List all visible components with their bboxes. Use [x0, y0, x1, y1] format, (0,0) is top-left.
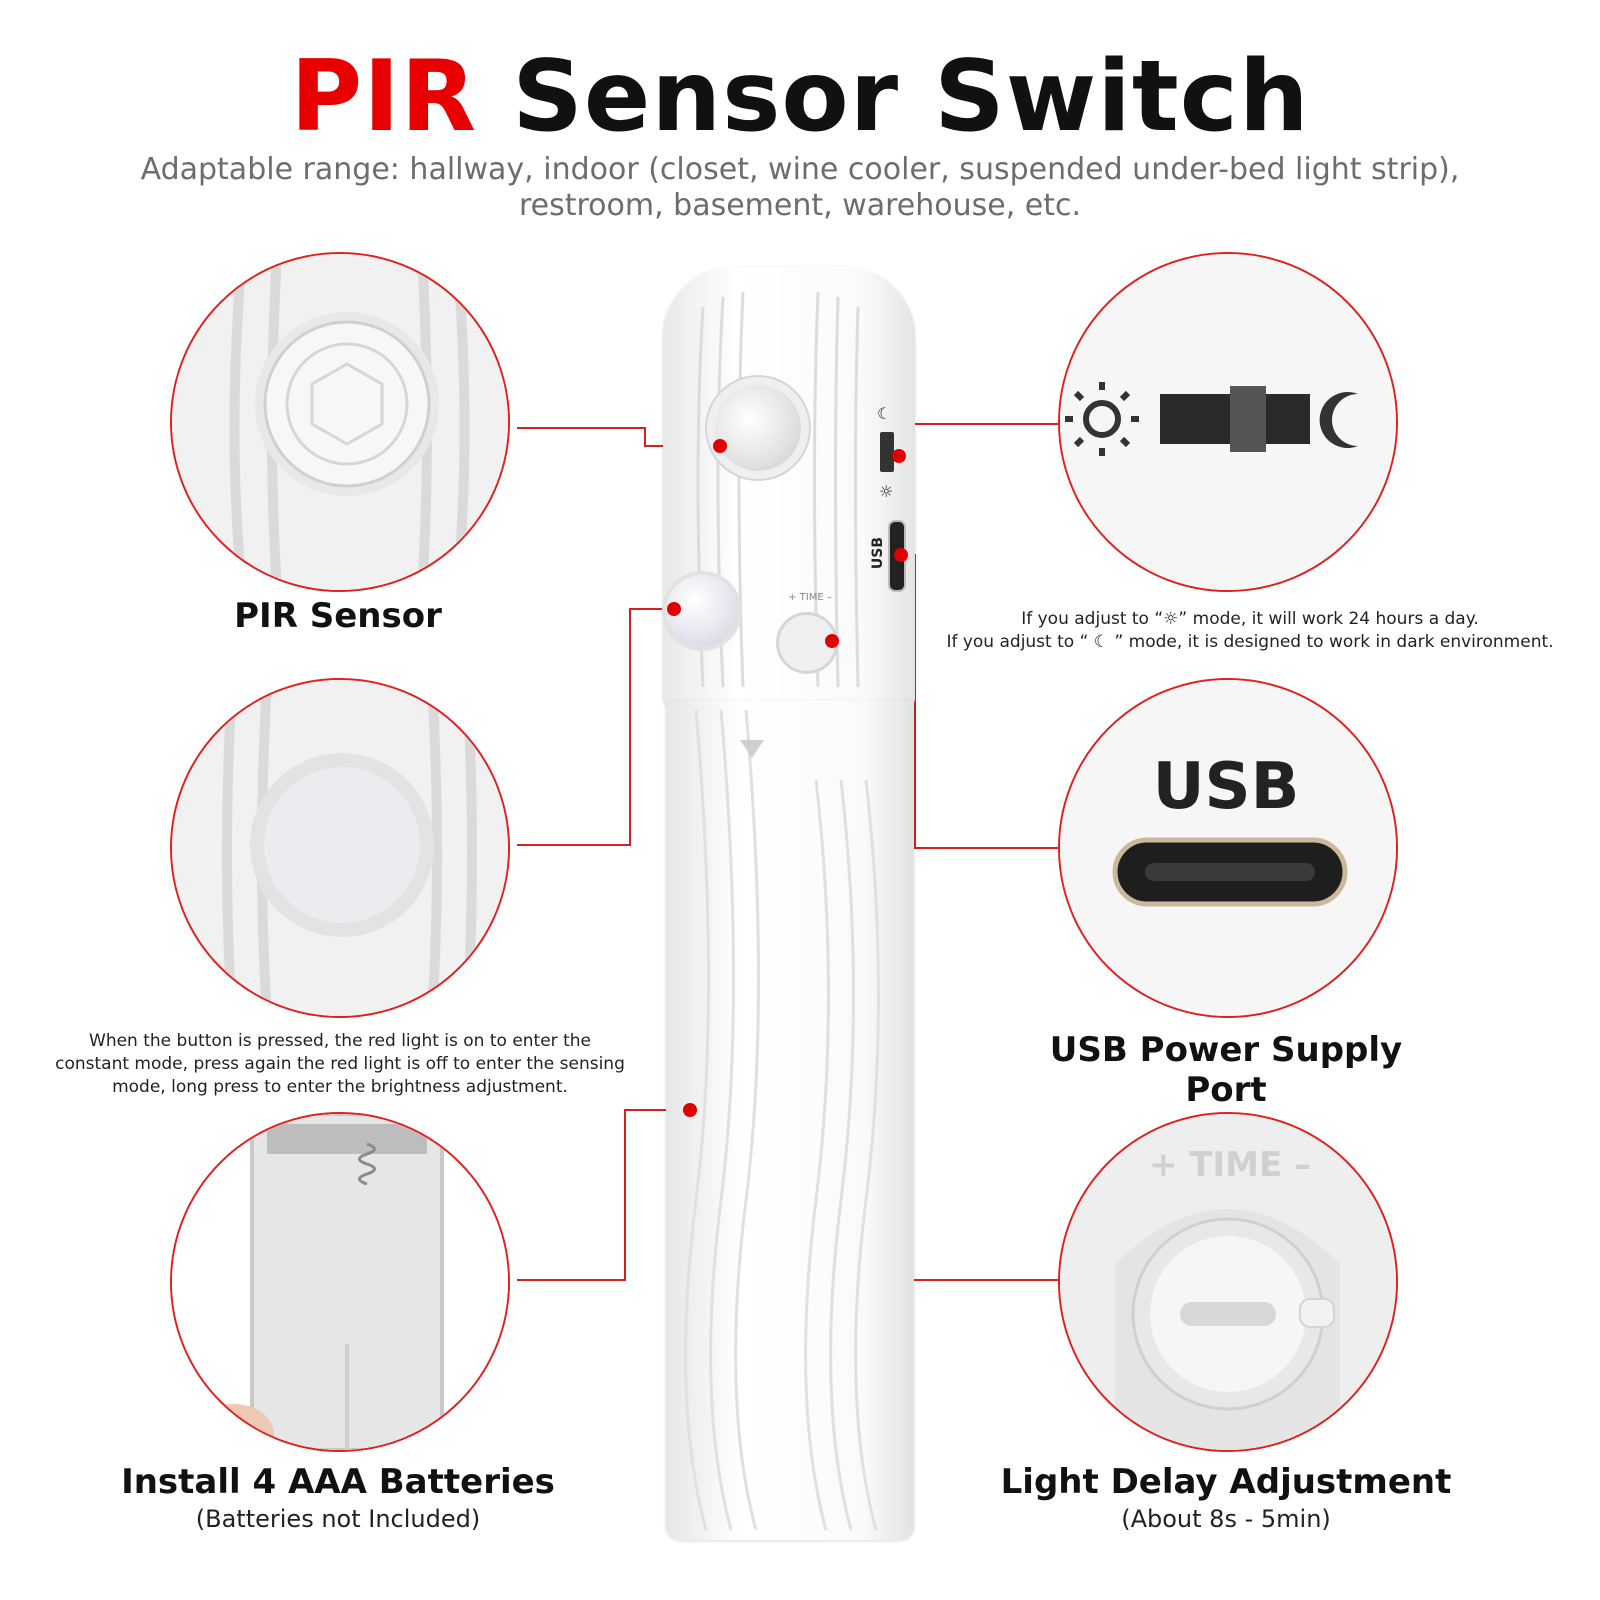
pir-sensor-closeup — [172, 254, 508, 590]
subtitle: Adaptable range: hallway, indoor (closet… — [100, 152, 1500, 224]
leader-switch — [899, 423, 1058, 457]
mode-button-closeup — [172, 680, 508, 1016]
body-ridges — [684, 709, 880, 1531]
page-title: PIR Sensor Switch — [0, 43, 1600, 152]
subtitle-line: restroom, basement, warehouse, etc. — [518, 188, 1082, 223]
usb-closeup-text: USB — [1152, 750, 1300, 824]
delay-label: Light Delay Adjustment — [1000, 1462, 1452, 1502]
note-text: ” mode, it will work 24 hours a day. — [1178, 609, 1479, 629]
mode-button-detail-circle — [170, 678, 510, 1018]
pir-sensor-detail-circle — [170, 252, 510, 592]
button-note-line: constant mode, press again the red light… — [55, 1054, 625, 1074]
button-note-line: When the button is pressed, the red ligh… — [89, 1031, 591, 1051]
marker-dot — [683, 1103, 697, 1117]
batteries-label: Install 4 AAA Batteries — [121, 1462, 555, 1502]
usb-closeup — [1060, 680, 1396, 1016]
title-accent: PIR — [290, 40, 478, 154]
leader-button — [517, 608, 674, 846]
batteries-sublabel: (Batteries not Included) — [195, 1505, 481, 1533]
delay-dial-text: + TIME – — [1148, 1145, 1312, 1185]
sun-icon: ☼ — [1163, 609, 1179, 629]
leader-usb — [901, 554, 1058, 849]
mode-switch-note-line: If you adjust to “ ☾ ” mode, it is desig… — [930, 631, 1570, 654]
note-text: If you adjust to “ — [946, 632, 1094, 652]
delay-dial-detail-circle — [1058, 1112, 1398, 1452]
mode-switch-note: If you adjust to “☼” mode, it will work … — [930, 608, 1570, 654]
marker-dot — [894, 548, 908, 562]
button-note: When the button is pressed, the red ligh… — [40, 1030, 640, 1099]
delay-sublabel: (About 8s - 5min) — [1121, 1505, 1331, 1533]
moon-icon: ☾ — [1093, 632, 1110, 652]
device-time-text: + TIME – — [788, 592, 832, 603]
usb-detail-circle — [1058, 678, 1398, 1018]
device-moon-icon: ☾ — [877, 404, 892, 423]
delay-dial-closeup — [1060, 1114, 1396, 1450]
button-note-line: mode, long press to enter the brightness… — [112, 1077, 568, 1097]
subtitle-line: Adaptable range: hallway, indoor (closet… — [140, 152, 1460, 187]
marker-dot — [667, 602, 681, 616]
note-text: ” mode, it is designed to work in dark e… — [1109, 632, 1554, 652]
pir-sensor-label: PIR Sensor — [234, 596, 442, 636]
usb-port-label: USB Power Supply Port — [1049, 1030, 1403, 1110]
battery-detail-circle — [170, 1112, 510, 1452]
leader-battery — [517, 1109, 690, 1281]
marker-dot — [825, 634, 839, 648]
mode-switch-closeup — [1060, 254, 1396, 590]
device-pir-lens — [715, 385, 801, 471]
marker-dot — [713, 439, 727, 453]
title-rest: Sensor Switch — [512, 40, 1310, 154]
device-battery-body — [666, 700, 914, 1540]
device-mode-switch[interactable] — [880, 432, 894, 472]
mode-switch-detail-circle — [1058, 252, 1398, 592]
marker-dot — [892, 449, 906, 463]
device-usb-text: USB — [870, 536, 886, 570]
battery-closeup — [172, 1114, 508, 1450]
device-sun-icon: ☼ — [879, 482, 894, 501]
slide-arrow-icon — [740, 740, 764, 758]
mode-switch-note-line: If you adjust to “☼” mode, it will work … — [930, 608, 1570, 631]
note-text: If you adjust to “ — [1021, 609, 1164, 629]
